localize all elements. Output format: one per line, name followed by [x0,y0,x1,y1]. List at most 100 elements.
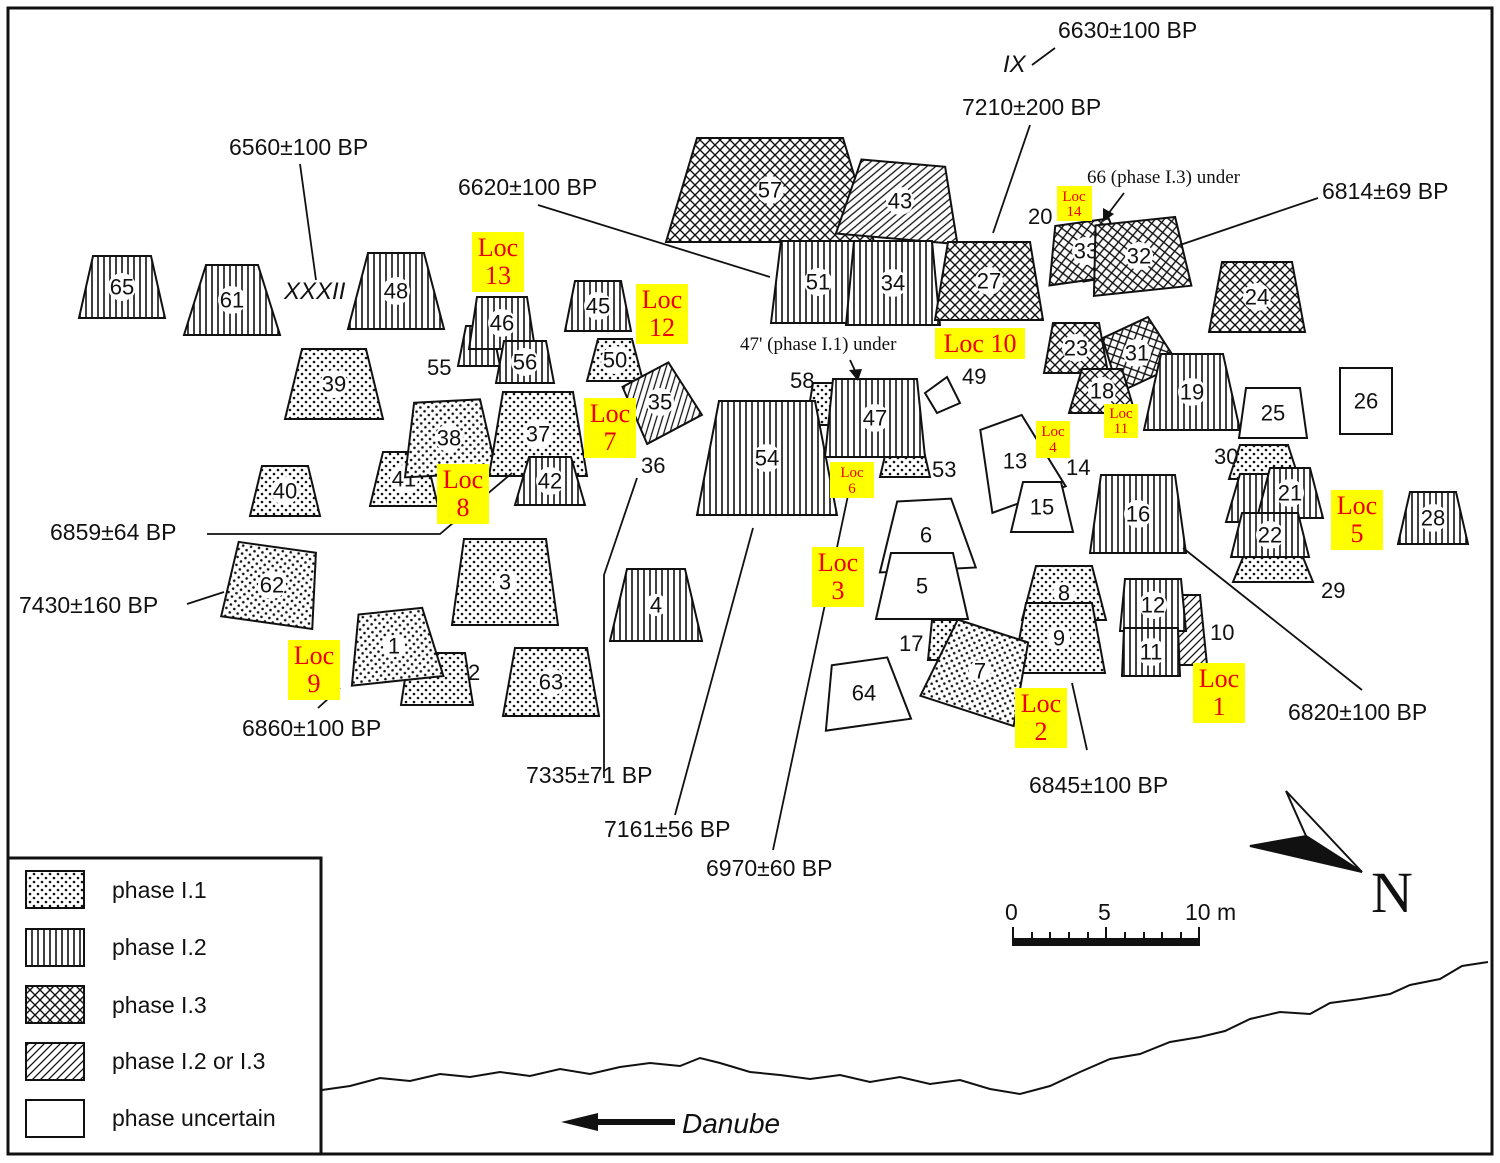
house-plan-25-label-bg [1259,399,1287,427]
house-plan-64-label-bg [850,679,878,707]
house-plan-1-label: 1 [388,634,400,659]
legend-item-phase-uncertain: phase uncertain [25,1099,276,1138]
house-plan-45-label: 45 [586,294,610,319]
date-7430: 7430±160 BP [19,592,158,618]
house-plan-13-label: 13 [1003,449,1027,474]
house-plan-25-label: 25 [1261,401,1285,426]
house-plan-23-label: 23 [1064,336,1088,361]
svg-text:13: 13 [485,261,511,290]
legend-item-phase-i1: phase I.1 [25,870,207,909]
svg-text:Loc: Loc [1041,424,1065,440]
house-plan-9-label-bg [1048,627,1070,649]
scale-label-0: 0 [1005,899,1018,925]
house-plan-35-label: 35 [648,390,672,415]
svg-text:1: 1 [1213,692,1226,721]
house-plan-12-label: 12 [1141,593,1165,618]
note-house-47prime: 47' (phase I.1) under [740,334,897,355]
house-plan-9-label: 9 [1053,626,1065,651]
danube-label: Danube [682,1108,780,1139]
house-plan-48-label: 48 [384,279,408,304]
svg-text:9: 9 [308,669,321,698]
house-plan-22-label-bg [1256,521,1284,549]
svg-text:Loc: Loc [294,641,334,670]
legend-item-phase-i2: phase I.2 [25,928,207,967]
house-plan-4-label: 4 [650,593,662,618]
legend-item-phase-i2-or-i3: phase I.2 or I.3 [25,1042,265,1081]
house-plan-46-label-bg [488,309,516,337]
date-6820: 6820±100 BP [1288,699,1427,725]
svg-text:11: 11 [1114,421,1128,437]
house-plan-11-label-bg [1137,638,1165,666]
house-plan-1-label-bg [383,635,405,657]
house-plan-32-label: 32 [1127,244,1151,269]
svg-text:Loc: Loc [478,233,518,262]
house-plan-45-label-bg [584,292,612,320]
house-plan-37-label-bg [524,420,552,448]
house-plan-54-label: 54 [755,446,779,471]
house-plan-3-label-bg [494,571,516,593]
scale-bar: 0 5 10 m [1005,899,1236,946]
house-plan-42-label: 42 [538,469,562,494]
house-number-20: 20 [1028,204,1052,229]
svg-text:3: 3 [832,576,845,605]
house-plan-8-label: 8 [1058,581,1070,606]
house-plan-33-label-bg [1072,237,1100,265]
arrow-left-icon [561,1113,675,1131]
svg-text:Loc: Loc [1021,689,1061,718]
roman-label-xxxii: XXXII [283,278,346,305]
date-7335: 7335±71 BP [526,762,652,788]
house-plan-7-label-bg [969,660,991,682]
svg-text:Loc 10: Loc 10 [944,329,1017,358]
house-number-49: 49 [962,364,986,389]
house-plan-56-label-bg [511,348,539,376]
date-6630: 6630±100 BP [1058,17,1197,43]
note-house-66: 66 (phase I.3) under [1087,167,1241,188]
date-6560: 6560±100 BP [229,134,368,160]
roman-label-ix: IX [1003,51,1027,78]
date-6859: 6859±64 BP [50,519,176,545]
svg-text:Loc: Loc [840,465,864,481]
date-7161: 7161±56 BP [604,816,730,842]
house-plan-40-label: 40 [273,479,297,504]
house-plan-13-label-bg [1001,447,1029,475]
house-plan-34-label: 34 [881,271,905,296]
svg-text:phase I.2 or I.3: phase I.2 or I.3 [112,1048,265,1074]
north-label: N [1371,860,1413,925]
date-7210: 7210±200 BP [962,94,1101,120]
svg-text:6: 6 [848,481,856,497]
svg-text:Loc: Loc [590,399,630,428]
house-plan-62-label: 62 [260,573,284,598]
house-number-14: 14 [1066,455,1090,480]
house-plan-19-label: 19 [1180,380,1204,405]
house-outline-49 [923,375,962,415]
svg-text:8: 8 [457,493,470,522]
house-plan-28-label-bg [1419,504,1447,532]
house-plan-63-label: 63 [539,670,563,695]
house-plan-11-label: 11 [1140,640,1163,665]
house-number-36: 36 [641,453,665,478]
house-plan-19-label-bg [1178,378,1206,406]
house-plan-38-label: 38 [437,426,461,451]
house-plan-28-label: 28 [1421,506,1445,531]
date-6845: 6845±100 BP [1029,772,1168,798]
house-plan-18-label: 18 [1090,379,1114,404]
svg-text:Loc: Loc [443,465,483,494]
house-plan-21-label: 21 [1278,481,1302,506]
date-6860: 6860±100 BP [242,715,381,741]
svg-text:phase uncertain: phase uncertain [112,1105,276,1131]
legend: phase I.1 phase I.2 phase I.3 phase I.2 … [6,856,323,1156]
house-plan-15-label: 15 [1030,495,1054,520]
house-number-10: 10 [1210,620,1234,645]
house-plan-7-label: 7 [974,659,986,684]
house-plan-39-label: 39 [322,372,346,397]
house-plan-51-label-bg [804,268,832,296]
